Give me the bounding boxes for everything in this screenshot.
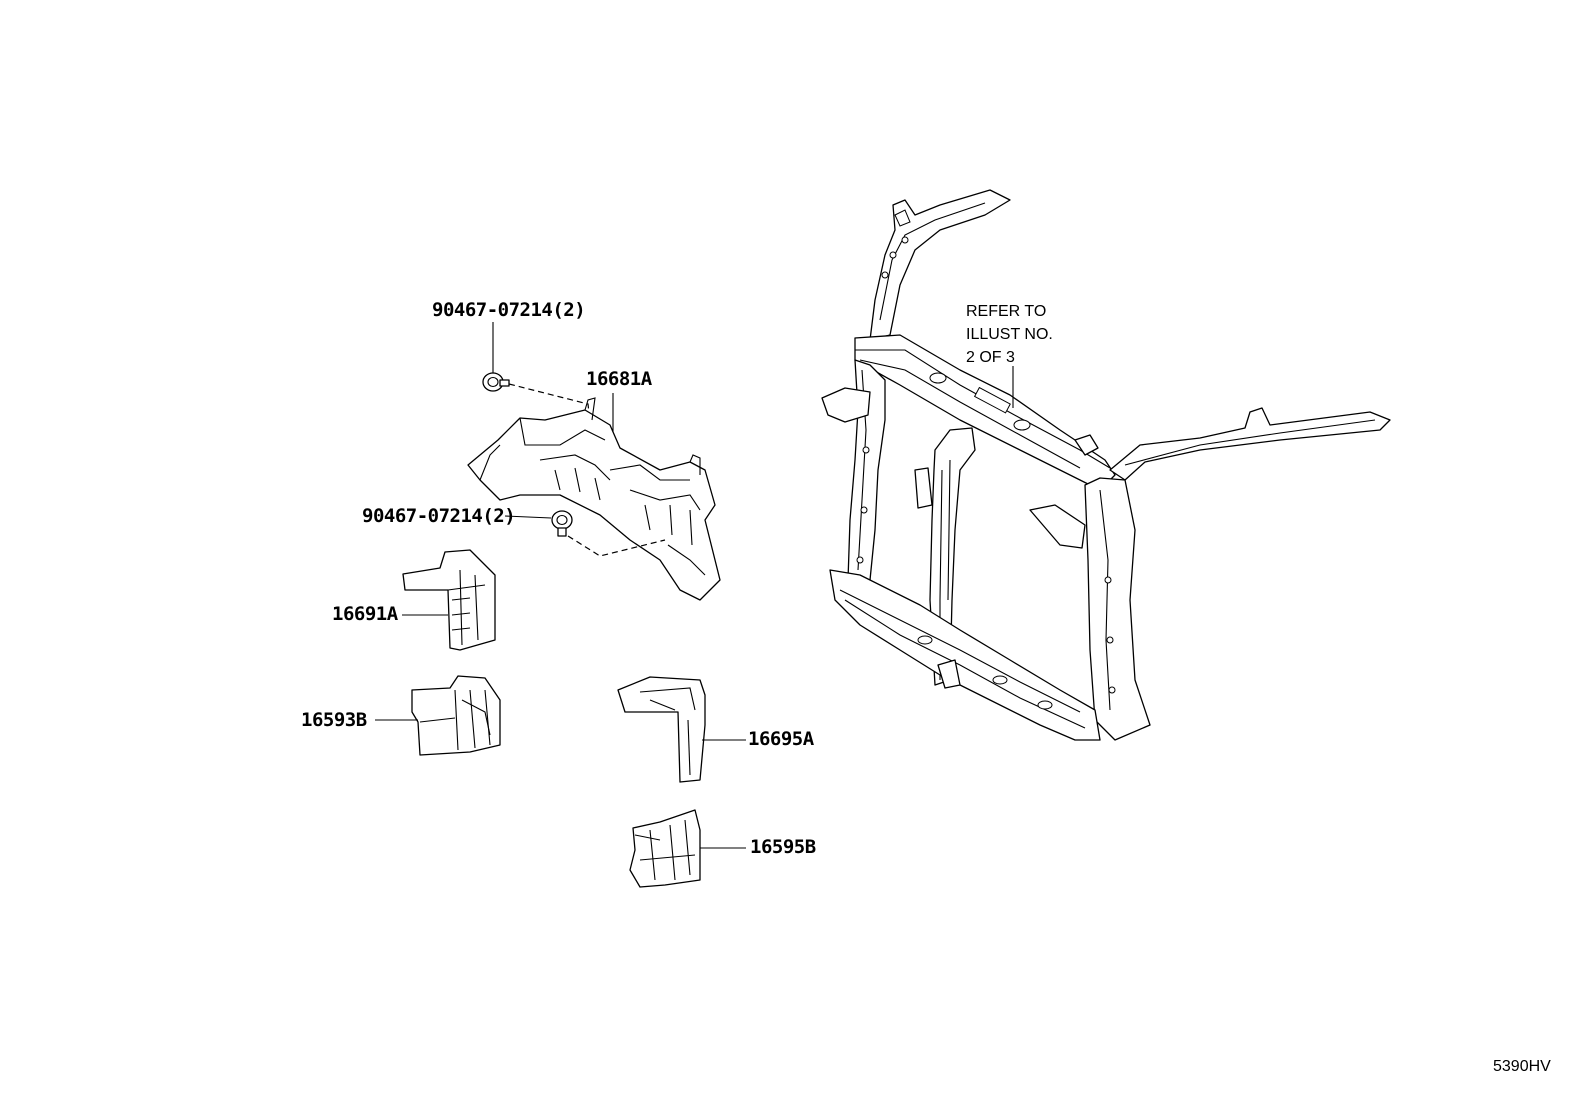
callout-16593b: 16593B [301,709,367,731]
bolt-top-drawing [482,372,510,392]
bracket-16681a-drawing [467,397,721,601]
callout-16681a: 16681A [586,368,652,390]
refer-note: REFER TO ILLUST NO. 2 OF 3 [966,300,1053,369]
seal-16691a-drawing [402,549,496,651]
seal-16695a-drawing [617,676,706,783]
leader-bolt-mid [504,515,552,519]
callout-bolt-mid: 90467-07214(2) [362,505,516,527]
seal-16595b-drawing [629,809,701,888]
bolt-mid-drawing [551,510,573,537]
radiator-support-drawing [821,189,1391,741]
seal-16593b-drawing [411,675,501,756]
figure-id: 5390HV [1493,1058,1551,1075]
callout-16695a: 16695A [748,728,814,750]
refer-note-line-2: ILLUST NO. [966,326,1053,343]
refer-note-line-1: REFER TO [966,303,1047,320]
callout-bolt-top: 90467-07214(2) [432,299,586,321]
callout-16691a: 16691A [332,603,398,625]
refer-note-line-3: 2 OF 3 [966,349,1015,366]
callout-16595b: 16595B [750,836,816,858]
dashed-bolt-mid [567,535,666,557]
